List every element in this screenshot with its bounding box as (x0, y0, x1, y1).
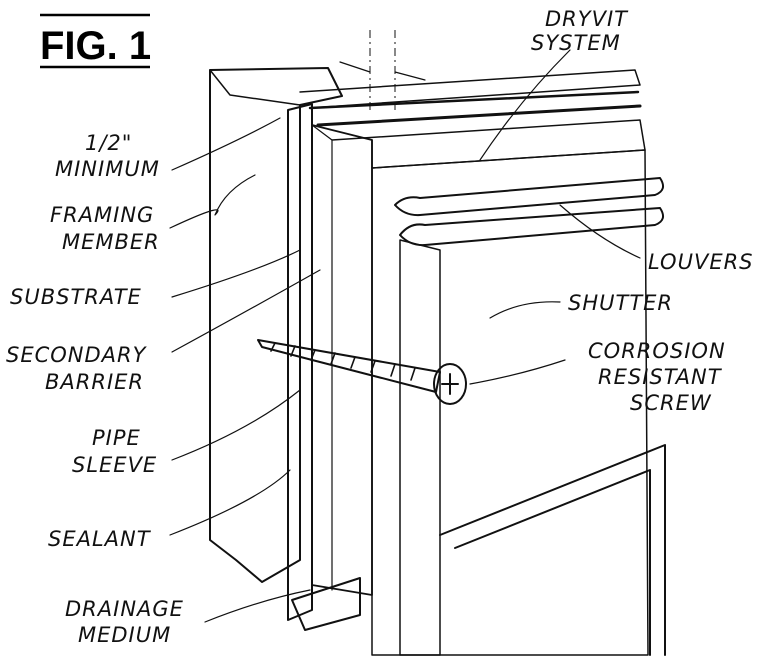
label-text: SUBSTRATE (10, 285, 142, 309)
label-text: MINIMUM (55, 157, 160, 181)
label-text: SECONDARY (6, 343, 148, 367)
label-text: MEMBER (62, 230, 160, 254)
label-text: SEALANT (48, 527, 152, 551)
label-secondary-barrier: SECONDARY BARRIER (6, 343, 148, 394)
framing-member-shape (209, 67, 343, 583)
label-text: 1/2" (85, 131, 132, 155)
label-text: SLEEVE (72, 453, 157, 477)
substrate-shape (287, 103, 313, 621)
label-framing-member: FRAMING MEMBER (50, 203, 160, 254)
label-pipe-sleeve: PIPE SLEEVE (72, 426, 157, 477)
label-text: FRAMING (50, 203, 154, 227)
leader-lines (169, 49, 641, 623)
shutter-shape (371, 149, 649, 656)
label-substrate: SUBSTRATE (10, 285, 142, 309)
dryvit-foam-shape (311, 124, 373, 596)
label-text: MEDIUM (78, 623, 171, 647)
label-corrosion-resistant-screw: CORROSION RESISTANT SCREW (588, 339, 726, 415)
label-text: SYSTEM (531, 31, 621, 55)
label-shutter: SHUTTER (568, 291, 673, 315)
label-text: BARRIER (45, 370, 144, 394)
label-sealant: SEALANT (48, 527, 152, 551)
louver-1 (394, 177, 665, 217)
figure-title-text: FIG. 1 (40, 24, 151, 68)
label-dryvit-system: DRYVIT SYSTEM (531, 7, 629, 55)
label-text: DRYVIT (545, 7, 629, 31)
label-text: SCREW (630, 391, 712, 415)
drainage-medium-shape (291, 577, 361, 631)
label-text: SHUTTER (568, 291, 673, 315)
label-text: PIPE (92, 426, 141, 450)
label-text: RESISTANT (598, 365, 723, 389)
label-half-inch-minimum: 1/2" MINIMUM (55, 131, 160, 181)
wall-section-drawing (209, 30, 666, 656)
louver-2 (399, 207, 665, 247)
screw-shape (257, 339, 467, 405)
label-louvers: LOUVERS (648, 250, 754, 274)
label-text: LOUVERS (648, 250, 754, 274)
figure-title: FIG. 1 (40, 13, 151, 69)
label-drainage-medium: DRAINAGE MEDIUM (65, 597, 184, 647)
window-frame (439, 444, 666, 656)
label-text: DRAINAGE (65, 597, 184, 621)
label-text: CORROSION (588, 339, 726, 363)
